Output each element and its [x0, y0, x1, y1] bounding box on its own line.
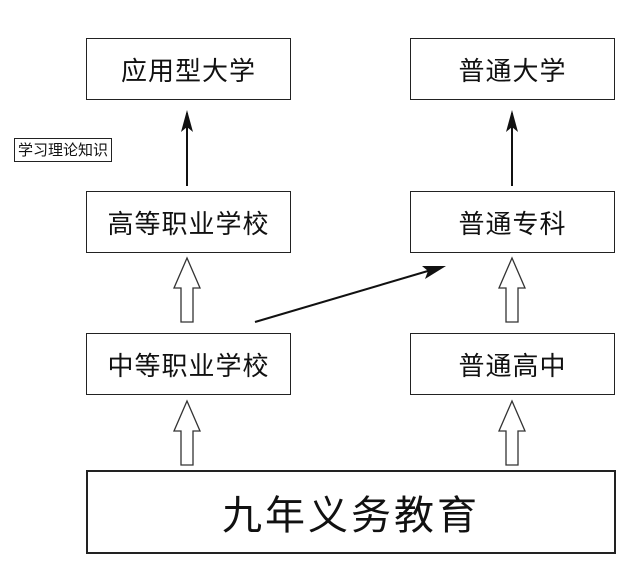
secondary-vocational-box: 中等职业学校: [86, 333, 291, 395]
compulsory-education-label: 九年义务教育: [222, 493, 480, 539]
block-arrow-high-school-to-junior-college: [498, 256, 526, 323]
arrow-head-general-university: [506, 110, 518, 132]
higher-vocational-label: 高等职业学校: [107, 209, 270, 240]
general-high-school-box: 普通高中: [410, 333, 615, 395]
higher-vocational-box: 高等职业学校: [86, 191, 291, 253]
arrow-head-junior-college: [422, 266, 446, 279]
general-university-box: 普通大学: [410, 38, 615, 100]
secondary-vocational-label: 中等职业学校: [107, 351, 270, 382]
general-high-school-label: 普通高中: [458, 351, 567, 382]
block-arrow-compulsory-to-high-school: [498, 399, 526, 466]
block-arrow-secondary-to-higher-vocational: [173, 256, 201, 323]
general-junior-college-label: 普通专科: [458, 209, 567, 240]
theory-knowledge-label: 学习理论知识: [18, 141, 109, 159]
block-arrow-compulsory-to-secondary-vocational: [173, 399, 201, 466]
compulsory-education-box: 九年义务教育: [86, 470, 616, 554]
applied-university-box: 应用型大学: [86, 38, 291, 100]
theory-knowledge-note: 学习理论知识: [14, 138, 113, 162]
applied-university-label: 应用型大学: [120, 56, 256, 87]
general-university-label: 普通大学: [458, 56, 567, 87]
general-junior-college-box: 普通专科: [410, 191, 615, 253]
arrow-head-applied-university: [181, 110, 193, 132]
arrow-secondary-vocational-to-junior-college: [254, 267, 439, 323]
